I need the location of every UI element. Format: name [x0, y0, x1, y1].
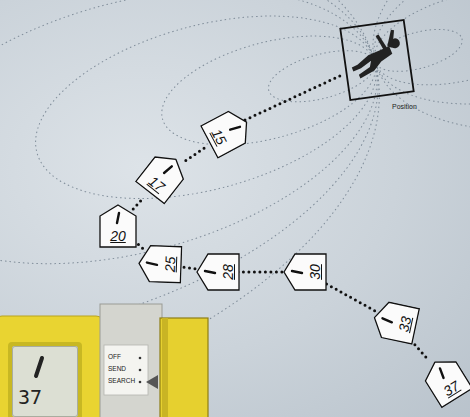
- search-path: [323, 282, 375, 311]
- direction-arrow: [117, 213, 119, 223]
- search-path: [133, 199, 142, 209]
- beacon-display: 20: [99, 204, 137, 248]
- distance-number: 28: [220, 253, 236, 291]
- pentagon-shape: [138, 245, 181, 282]
- pentagon-shape: [420, 353, 470, 408]
- pentagon-shape: [284, 254, 326, 290]
- display-outline: [134, 147, 191, 205]
- switch-label: SEND: [108, 365, 126, 372]
- beacon-display: 33: [370, 299, 421, 345]
- direction-arrow: [230, 125, 240, 131]
- direction-arrow: [438, 368, 445, 378]
- direction-arrow: [36, 358, 42, 376]
- position-note: Position: [392, 103, 417, 110]
- pentagon-shape: [197, 254, 239, 290]
- switch-label: SEARCH: [108, 377, 135, 384]
- distance-number: 30: [307, 253, 323, 291]
- beacon-display: 28: [196, 253, 240, 291]
- direction-arrow: [164, 165, 172, 174]
- pentagon-shape: [201, 106, 255, 158]
- beacon-display: 37: [418, 351, 470, 408]
- buried-person: [340, 20, 413, 100]
- switch-label: OFF: [108, 353, 121, 360]
- beacon-display: 17: [134, 147, 191, 205]
- direction-arrow: [147, 263, 157, 265]
- search-path-final: [245, 74, 344, 120]
- direction-arrow: [292, 271, 302, 273]
- beacon-display: 25: [137, 244, 182, 284]
- pentagon-shape: [100, 205, 136, 247]
- beacon-display: 30: [283, 253, 327, 291]
- pentagon-shape: [136, 148, 190, 203]
- search-path: [186, 147, 206, 160]
- beacon-display: 15: [200, 105, 257, 159]
- display-outline: [200, 105, 257, 159]
- search-path: [236, 271, 288, 274]
- distance-number: 37: [18, 385, 42, 409]
- direction-arrow: [205, 271, 215, 273]
- search-path: [411, 341, 426, 357]
- display-outline: [418, 351, 470, 408]
- direction-arrow: [382, 318, 392, 322]
- distance-number: 25: [161, 245, 178, 284]
- beacon-screen: 37: [12, 346, 78, 417]
- pentagon-shape: [371, 300, 420, 344]
- beacon-device: [0, 304, 208, 417]
- distance-number: 20: [99, 228, 137, 244]
